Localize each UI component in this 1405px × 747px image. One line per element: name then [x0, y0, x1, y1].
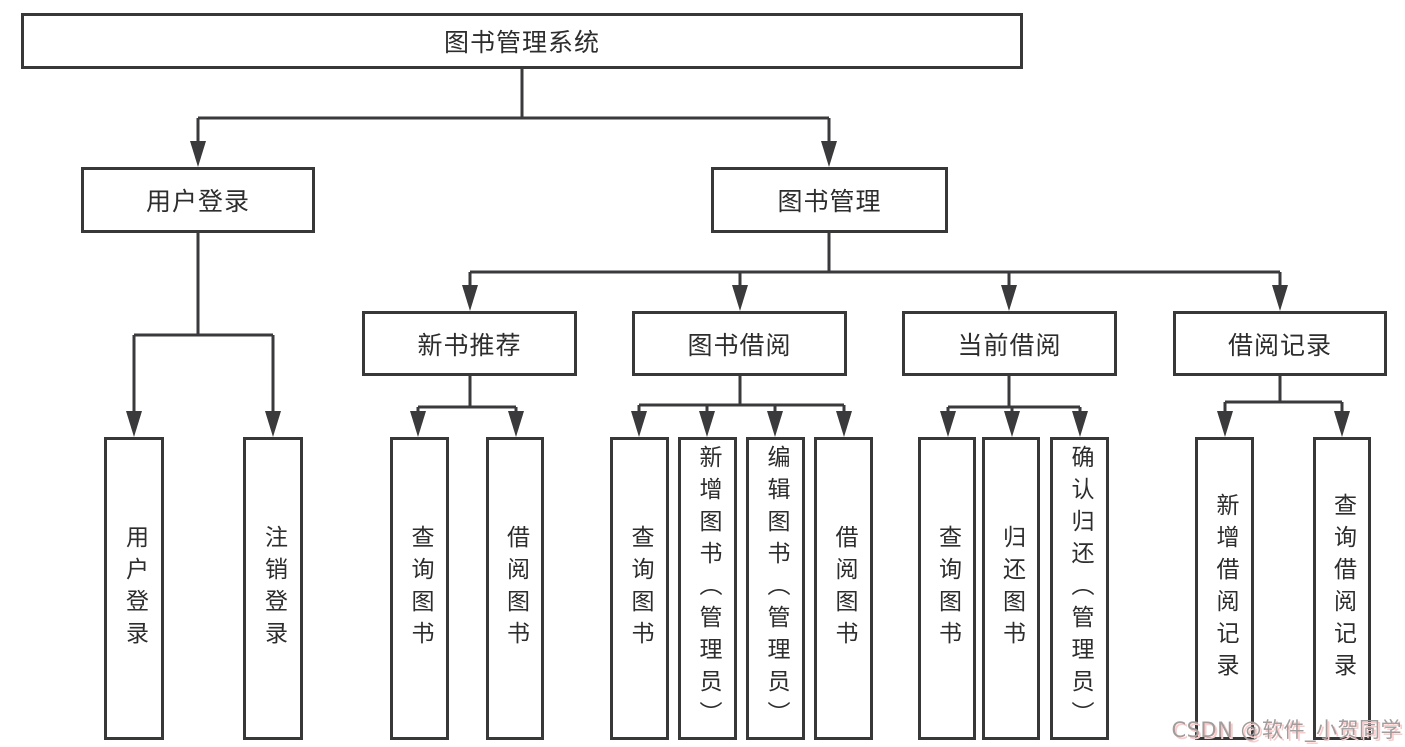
node-book-management: 图书管理 [711, 167, 948, 233]
csdn-watermark: CSDN @软件_小贺同学 [1171, 718, 1402, 742]
leaf-label: 借阅图书 [831, 524, 857, 653]
leaf-label: 注销登录 [260, 524, 287, 653]
leaf-label: 查询图书 [627, 524, 653, 653]
leaf-label: 借阅图书 [502, 524, 529, 653]
leaf-borrow-book: 借阅图书 [814, 437, 873, 740]
node-user-login: 用户登录 [81, 167, 315, 233]
node-library-system: 图书管理系统 [21, 13, 1023, 69]
leaf-query-book-recommend: 查询图书 [390, 437, 449, 740]
leaf-label: 查询图书 [934, 524, 961, 653]
leaf-label: 新增借阅记录 [1212, 492, 1238, 685]
leaf-label: 查询借阅记录 [1329, 492, 1356, 685]
leaf-label: 确认归还（管理员） [1067, 444, 1093, 733]
leaf-add-borrow-record: 新增借阅记录 [1195, 437, 1254, 740]
leaf-label: 归还图书 [998, 524, 1025, 653]
node-new-book-recommend: 新书推荐 [362, 311, 577, 376]
leaf-label: 新增图书（管理员） [695, 444, 721, 733]
node-borrow-record: 借阅记录 [1173, 311, 1387, 376]
leaf-edit-book-admin: 编辑图书（管理员） [746, 437, 805, 740]
leaf-borrow-book-recommend: 借阅图书 [486, 437, 544, 740]
leaf-query-borrow-record: 查询借阅记录 [1313, 437, 1371, 740]
leaf-label: 查询图书 [407, 524, 433, 653]
leaf-label: 编辑图书（管理员） [763, 444, 789, 733]
node-current-borrow: 当前借阅 [902, 311, 1117, 376]
leaf-label: 用户登录 [121, 524, 148, 653]
leaf-user-login: 用户登录 [104, 437, 164, 740]
leaf-logout: 注销登录 [243, 437, 303, 740]
node-book-borrow: 图书借阅 [632, 311, 847, 376]
arrowhead-icons [126, 141, 1350, 437]
leaf-add-book-admin: 新增图书（管理员） [678, 437, 737, 740]
leaf-query-book-current: 查询图书 [918, 437, 976, 740]
leaf-query-book-borrow: 查询图书 [610, 437, 669, 740]
leaf-return-book: 归还图书 [982, 437, 1040, 740]
leaf-confirm-return-admin: 确认归还（管理员） [1050, 437, 1109, 740]
